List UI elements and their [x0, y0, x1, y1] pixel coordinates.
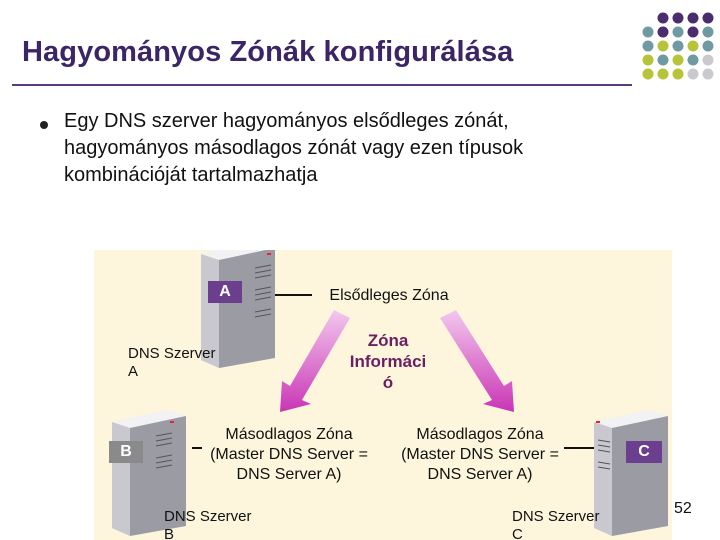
zone-info-line3: ó: [382, 373, 394, 392]
primary-zone-box: Elsődleges Zóna: [314, 285, 464, 307]
server-a-badge: A: [208, 281, 242, 303]
server-b-label-line1: DNS Szerver: [164, 508, 252, 525]
secondary-zone-left-line2: (Master DNS Server =: [210, 446, 368, 463]
secondary-zone-right-line1: Másodlagos Zóna: [416, 426, 544, 443]
server-a-label-line2: A: [128, 363, 139, 380]
decorative-dot: [702, 12, 714, 24]
server-c-label: DNS Szerver C: [512, 508, 600, 540]
decorative-dot: [702, 68, 714, 80]
decorative-dot: [687, 54, 699, 66]
decorative-dot: [657, 54, 669, 66]
server-a-label: DNS Szerver A: [128, 345, 216, 381]
decorative-dot: [687, 68, 699, 80]
zone-info-label: Zóna Informáci ó: [338, 330, 438, 393]
server-c-label-line1: DNS Szerver: [512, 508, 600, 525]
arrow-icon: [440, 310, 514, 412]
decorative-dot: [657, 68, 669, 80]
secondary-zone-right-line3: DNS Server A): [427, 466, 533, 483]
server-icon: [201, 250, 275, 368]
decorative-dot: [657, 26, 669, 38]
decorative-dot: [672, 54, 684, 66]
primary-zone-label: Elsődleges Zóna: [329, 287, 449, 304]
decorative-dot: [702, 26, 714, 38]
decorative-dot: [672, 12, 684, 24]
zone-info-line1: Zóna: [367, 331, 409, 350]
server-b-badge: B: [109, 441, 143, 463]
decorative-dot: [672, 68, 684, 80]
decorative-dot: [687, 40, 699, 52]
zone-info-line2: Informáci: [349, 352, 427, 371]
title-divider: [12, 84, 632, 86]
decorative-dot: [702, 54, 714, 66]
decorative-dot: [672, 40, 684, 52]
bullet-dot-icon: [40, 121, 48, 129]
decorative-dot: [642, 40, 654, 52]
bullet-text: Egy DNS szerver hagyományos elsődleges z…: [64, 110, 524, 186]
secondary-zone-right: Másodlagos Zóna (Master DNS Server = DNS…: [384, 425, 576, 485]
server-c: [590, 408, 670, 538]
server-a-label-line1: DNS Szerver: [128, 345, 216, 362]
decorative-dot: [642, 68, 654, 80]
secondary-zone-right-line2: (Master DNS Server =: [401, 446, 559, 463]
decorative-dot: [657, 12, 669, 24]
server-c-badge: C: [626, 441, 662, 463]
secondary-zone-left-line3: DNS Server A): [236, 466, 342, 483]
arrow-icon: [280, 310, 350, 412]
decorative-dots-icon: [642, 12, 714, 80]
server-icon: [594, 410, 668, 536]
decorative-dot: [702, 40, 714, 52]
slide-title: Hagyományos Zónák konfigurálása: [22, 36, 514, 68]
dns-zone-diagram: A DNS Szerver A B DNS Szerver B: [94, 250, 672, 540]
decorative-dot: [657, 40, 669, 52]
decorative-dot: [687, 26, 699, 38]
server-c-label-line2: C: [512, 526, 523, 540]
server-b-label: DNS Szerver B: [164, 508, 252, 540]
secondary-zone-left: Másodlagos Zóna (Master DNS Server = DNS…: [194, 425, 384, 485]
decorative-dot: [672, 26, 684, 38]
decorative-dot: [642, 54, 654, 66]
decorative-dot: [642, 26, 654, 38]
secondary-zone-left-line1: Másodlagos Zóna: [225, 426, 353, 443]
diagram-lines: [192, 294, 594, 449]
decorative-dot: [687, 12, 699, 24]
server-b-label-line2: B: [164, 526, 175, 540]
page-number: 52: [674, 500, 692, 517]
server-a: [197, 250, 277, 370]
